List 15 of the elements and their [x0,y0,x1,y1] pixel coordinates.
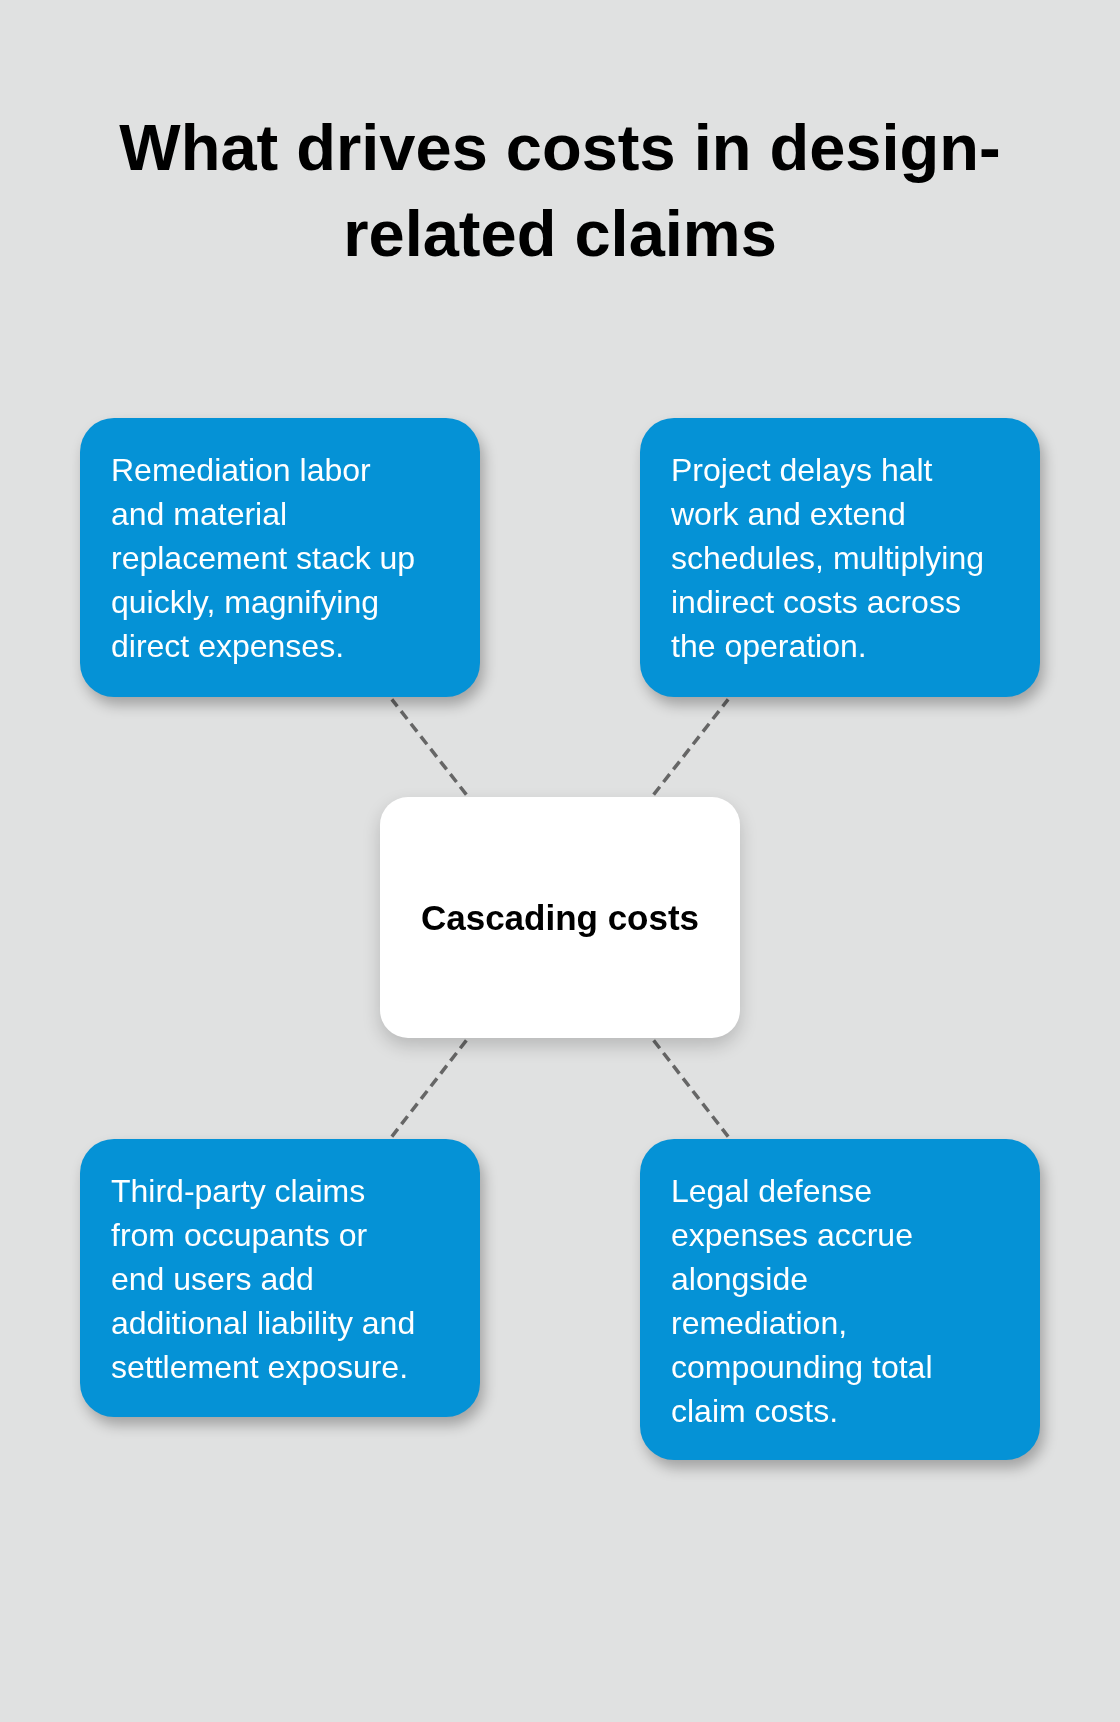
cost-driver-box [80,1139,480,1417]
description-text: Project delays halt work and extend schedules, multiplying indirect costs across the operation. [671,451,986,666]
cost-driver-box [80,418,480,697]
dashed-connector [652,698,730,796]
central-box [380,797,740,1038]
dashed-connector [652,1039,730,1138]
description-text: Legal defense expenses accrue alongside remediation, compounding total claim costs. [671,1172,934,1431]
cost-driver-box [640,418,1040,697]
dashed-connector [390,1039,468,1138]
description-text: Remediation labor and material replacement stack up quickly, magnifying direct expenses. [111,451,417,666]
cost-driver-box [640,1139,1040,1460]
central-label: Cascading costs [420,896,700,939]
description-text: Third-party claims from occupants or end users add additional liability and settlement exposure. [111,1172,417,1387]
title: What drives costs in design-related claims [118,110,1002,272]
dashed-connector [390,698,468,796]
